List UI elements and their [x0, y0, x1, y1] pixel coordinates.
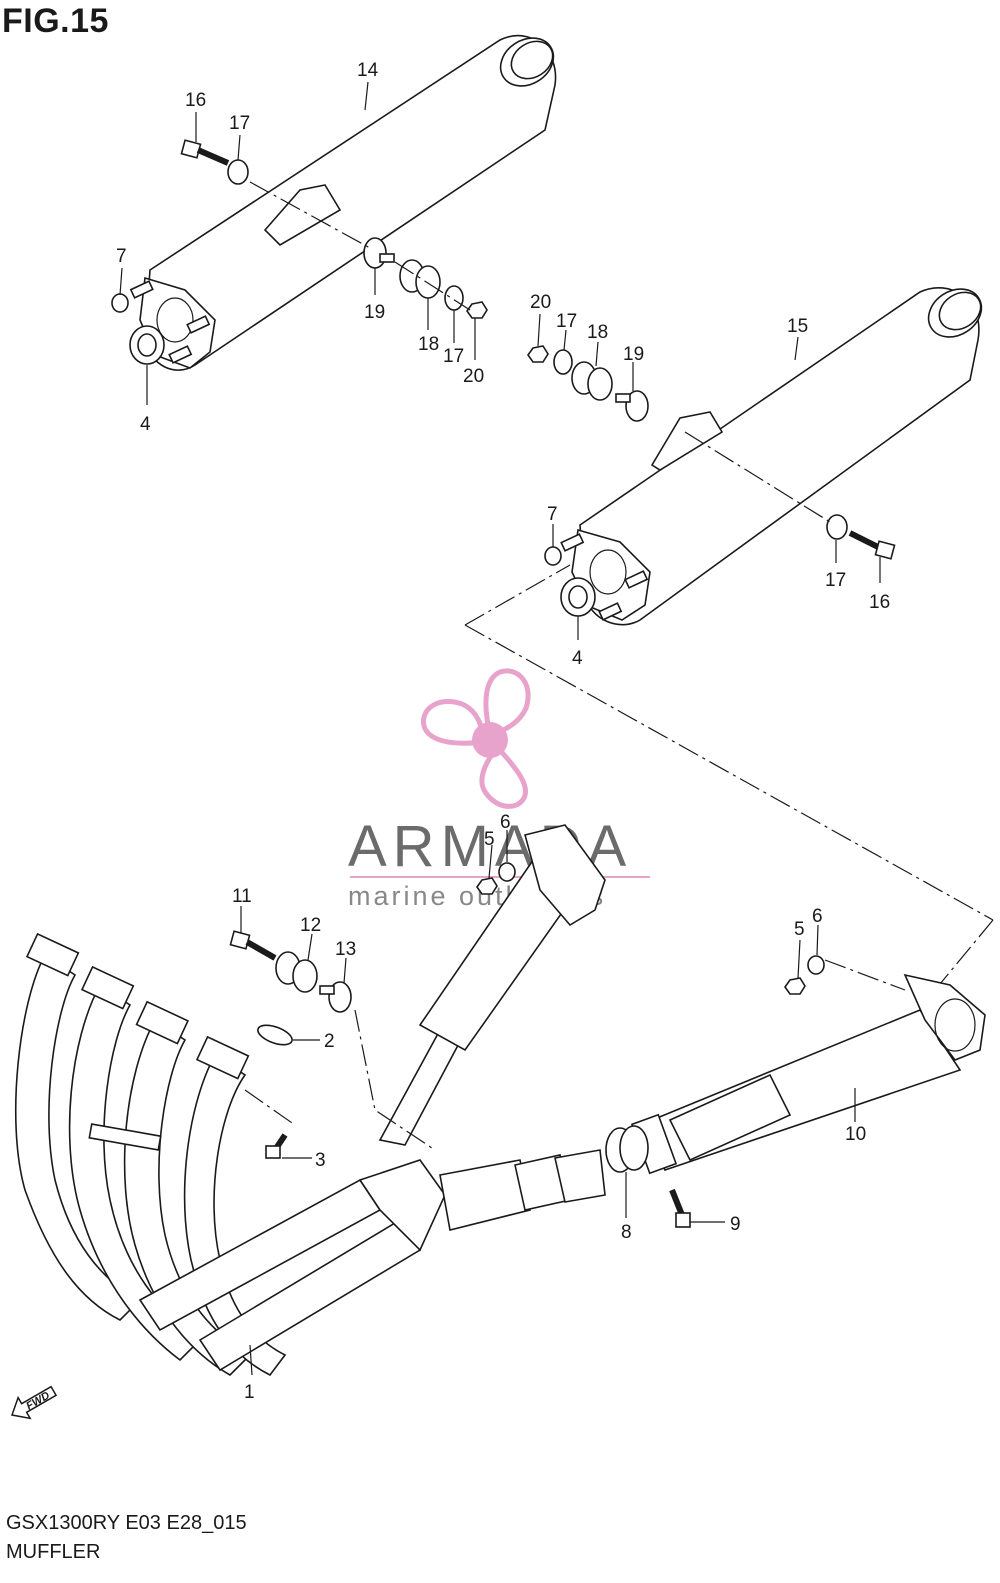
- nut-5-right: [784, 977, 806, 995]
- exhaust-pipe-1: [14, 824, 606, 1377]
- callout-16-left: 16: [185, 90, 206, 111]
- propeller-icon: [421, 668, 531, 809]
- callout-17-left-bottom: 17: [443, 346, 464, 367]
- callout-5-top: 5: [484, 829, 495, 850]
- washer-17-left-top: [227, 159, 249, 185]
- callout-7-left: 7: [116, 246, 127, 267]
- gasket-8: [605, 1125, 649, 1173]
- gasket-2: [257, 1024, 293, 1046]
- washer-6-top: [498, 862, 516, 882]
- washer-6-right: [807, 955, 825, 975]
- nut-20-right: [527, 345, 549, 363]
- washer-7-left: [111, 293, 129, 313]
- callout-4-left: 4: [140, 414, 151, 435]
- callout-9: 9: [730, 1214, 741, 1235]
- washer-17-right-bottom: [826, 514, 848, 540]
- callout-19-left: 19: [364, 302, 385, 323]
- callout-18-right: 18: [587, 322, 608, 343]
- callout-16-right: 16: [869, 592, 890, 613]
- muffler-left: [129, 34, 557, 371]
- callout-12: 12: [300, 915, 321, 936]
- washer-17-left-bottom: [444, 285, 464, 311]
- callout-17-right-bottom: 17: [825, 570, 846, 591]
- washer-17-right-top: [553, 349, 573, 375]
- bolt-11: [229, 930, 277, 961]
- collar-19-right: [625, 390, 649, 422]
- callout-6-top: 6: [500, 812, 511, 833]
- callout-2: 2: [324, 1031, 335, 1052]
- fwd-label: FWD: [24, 1390, 52, 1413]
- fwd-arrow-icon: FWD: [11, 1385, 58, 1420]
- callout-17-left-top: 17: [229, 113, 250, 134]
- muffler-right: [560, 287, 983, 626]
- section-name: MUFFLER: [6, 1541, 101, 1563]
- callout-17-right-top: 17: [556, 311, 577, 332]
- callout-11: 11: [232, 886, 252, 907]
- washer-7-right: [544, 546, 562, 566]
- collar-19-left: [363, 237, 387, 269]
- diagram-code: GSX1300RY E03 E28_015: [6, 1512, 247, 1534]
- callout-5-right: 5: [794, 919, 805, 940]
- callout-8: 8: [621, 1222, 632, 1243]
- nut-20-left: [466, 301, 488, 319]
- cushion-12: [275, 951, 318, 993]
- callout-1: 1: [244, 1382, 255, 1403]
- callout-10: 10: [845, 1124, 866, 1145]
- connecting-pipe-10: [630, 973, 986, 1175]
- bolt-3: [265, 1133, 288, 1159]
- bolt-9: [669, 1188, 691, 1228]
- callout-6-right: 6: [812, 906, 823, 927]
- cushion-18-left: [399, 259, 441, 299]
- callout-14: 14: [357, 60, 379, 81]
- callout-18-left: 18: [418, 334, 439, 355]
- callout-13: 13: [335, 939, 356, 960]
- callout-19-right: 19: [623, 344, 644, 365]
- callout-3: 3: [315, 1150, 326, 1171]
- nut-5-top: [476, 877, 498, 895]
- cushion-18-right: [571, 361, 613, 401]
- bolt-16-left: [180, 139, 230, 166]
- callout-20-left: 20: [463, 366, 484, 387]
- callout-7-right: 7: [547, 504, 558, 525]
- callout-4-right: 4: [572, 648, 583, 669]
- figure-title: FIG.15: [2, 2, 109, 40]
- bolt-16-right: [848, 530, 896, 560]
- callout-20-right: 20: [530, 292, 551, 313]
- callout-15: 15: [787, 316, 808, 337]
